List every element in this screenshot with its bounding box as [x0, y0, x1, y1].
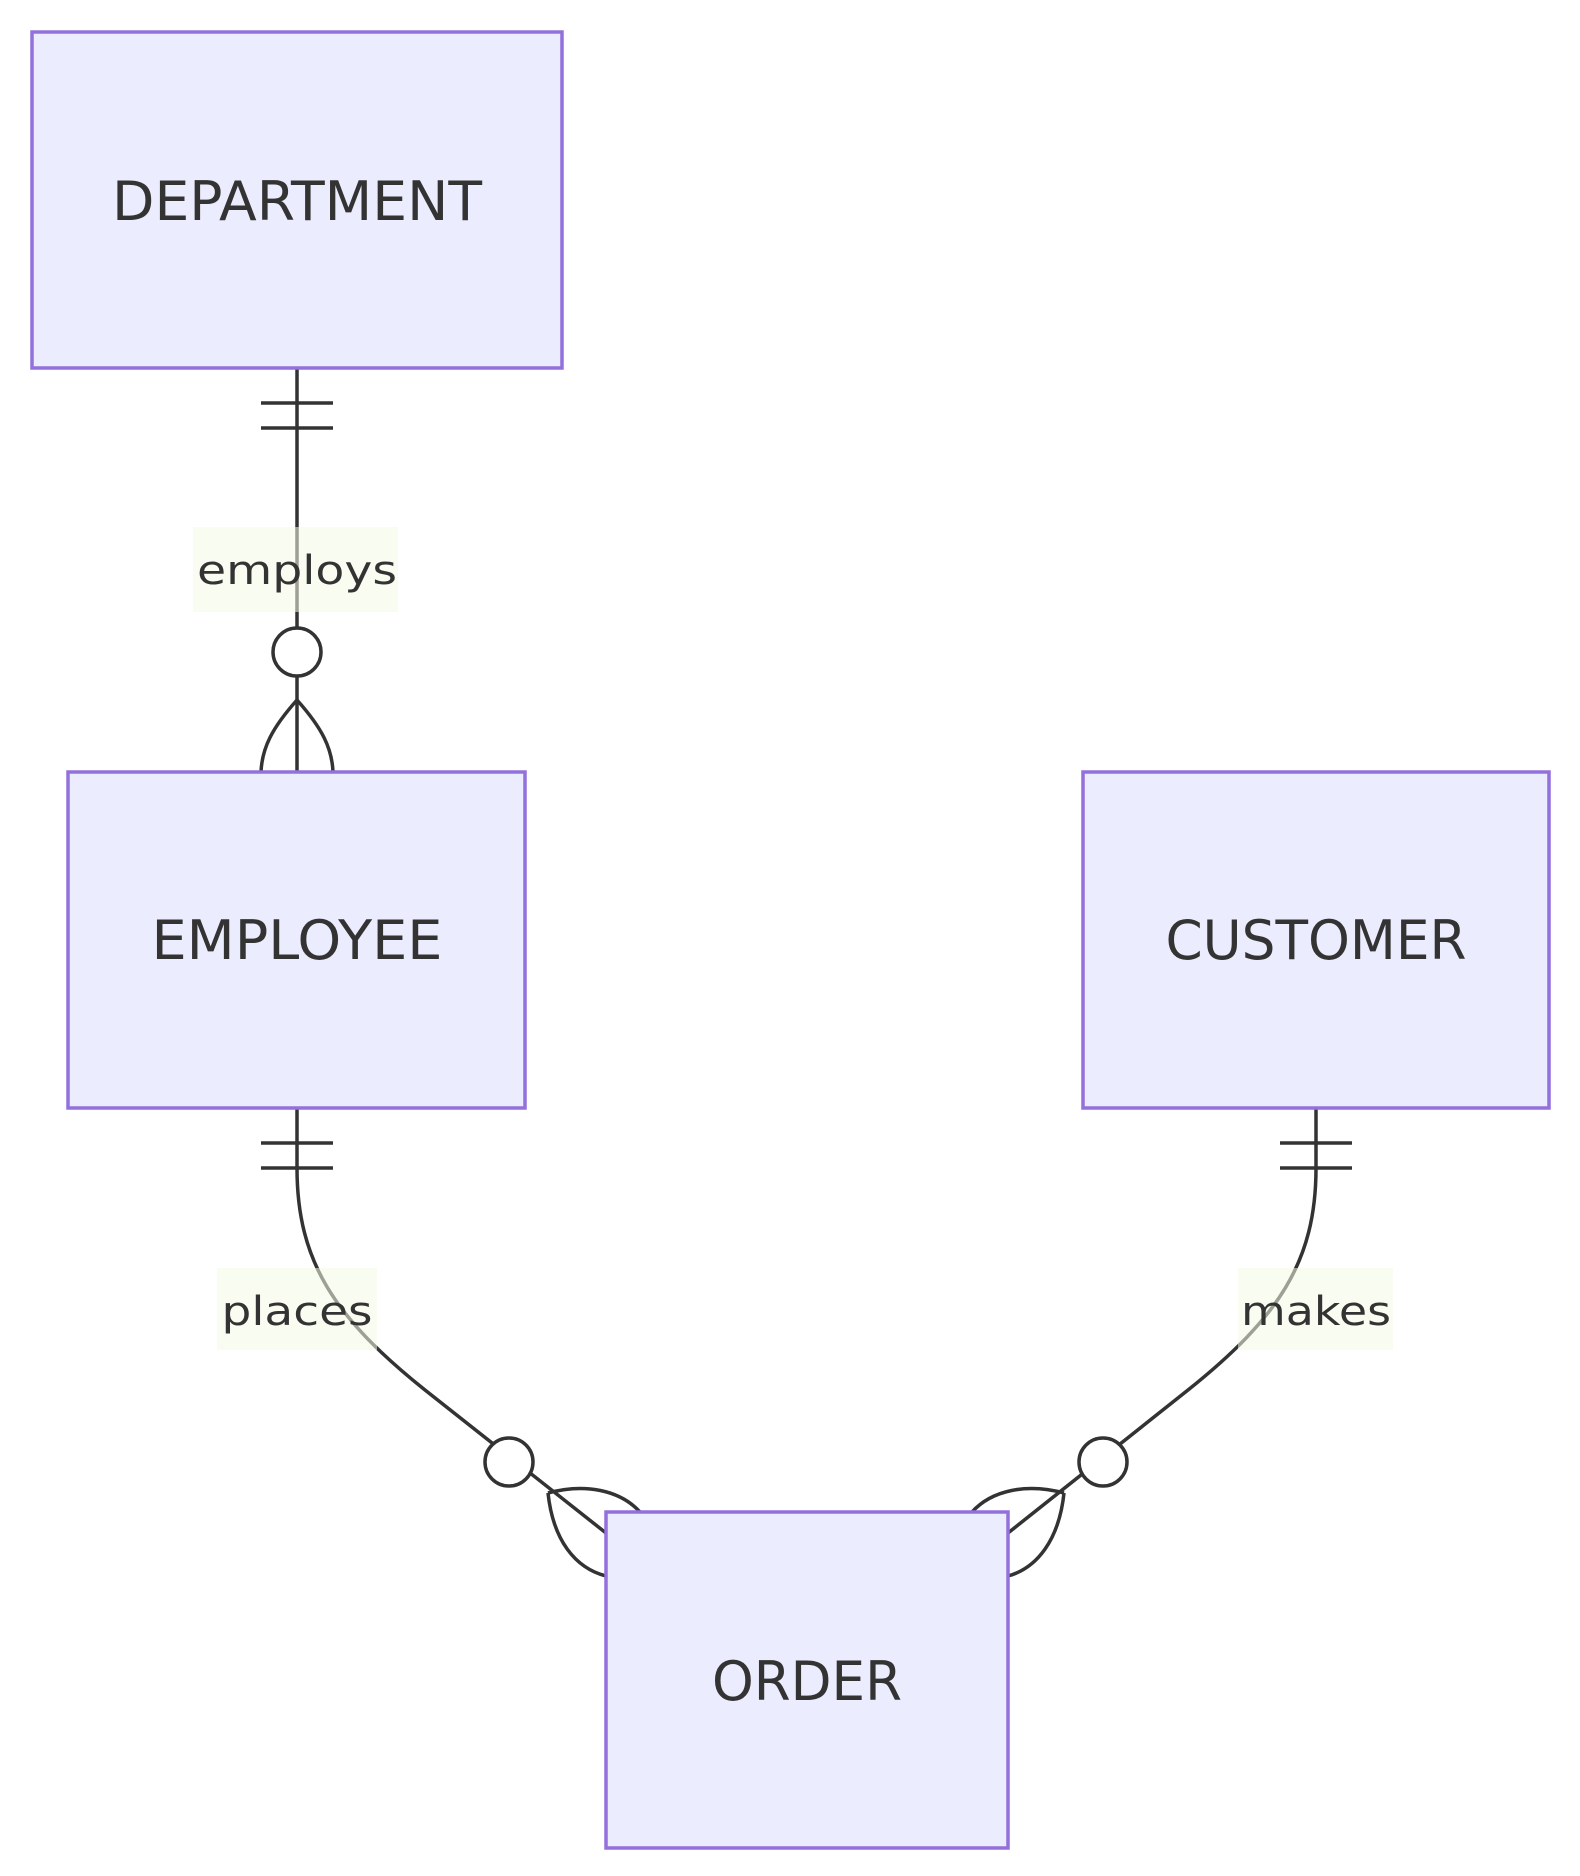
- relationship-label-bg: [1238, 1268, 1393, 1350]
- relationship-label-places: places: [222, 1289, 373, 1335]
- exactly-one-marker: [1280, 1141, 1352, 1170]
- entity-label: CUSTOMER: [1166, 909, 1467, 972]
- exactly-one-marker: [261, 401, 333, 430]
- relationship-makes: makes: [970, 1108, 1393, 1578]
- relationship-label-bg: [217, 1268, 377, 1350]
- entity-box[interactable]: [604, 1510, 1010, 1850]
- entity-label: DEPARTMENT: [112, 170, 483, 233]
- entity-label: EMPLOYEE: [152, 909, 443, 972]
- entity-employee[interactable]: EMPLOYEE: [66, 770, 527, 1110]
- entity-label: ORDER: [712, 1650, 902, 1713]
- entity-box[interactable]: [66, 770, 527, 1110]
- entity-department[interactable]: DEPARTMENT: [30, 30, 564, 370]
- zero-or-more-marker: [483, 1436, 642, 1578]
- relationship-places: places: [217, 1108, 642, 1578]
- exactly-one-marker: [261, 1141, 333, 1170]
- zero-or-more-marker: [259, 626, 335, 773]
- relationship-employs: employs: [193, 368, 398, 773]
- zero-or-more-marker: [970, 1436, 1129, 1578]
- relationship-label-bg: [193, 527, 398, 612]
- entity-customer[interactable]: CUSTOMER: [1081, 770, 1551, 1110]
- relationship-label-makes: makes: [1241, 1289, 1391, 1335]
- relationship-label-employs: employs: [197, 548, 397, 594]
- entity-box[interactable]: [1081, 770, 1551, 1110]
- entity-order[interactable]: ORDER: [604, 1510, 1010, 1850]
- entity-box[interactable]: [30, 30, 564, 370]
